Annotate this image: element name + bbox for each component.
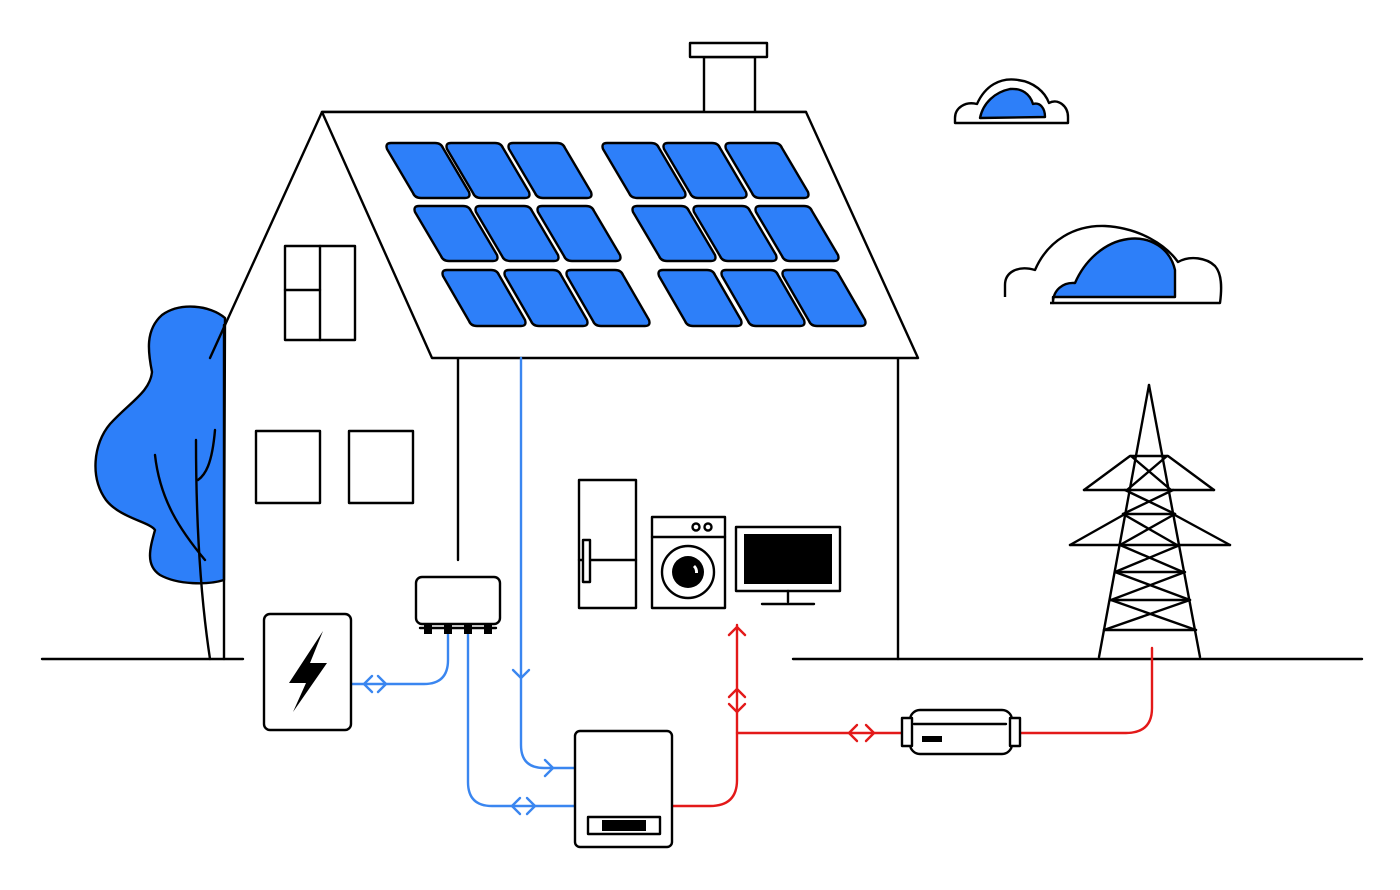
hybrid-inverter bbox=[573, 729, 674, 849]
solar-panel-array bbox=[385, 141, 867, 328]
solar-panel bbox=[724, 141, 810, 200]
window-lower-left bbox=[254, 429, 322, 505]
solar-panel bbox=[474, 204, 560, 263]
washing-machine-icon bbox=[650, 515, 727, 610]
solar-panel bbox=[754, 204, 840, 263]
smart-meter bbox=[900, 708, 1022, 756]
grid-power-flows bbox=[670, 623, 1154, 808]
fridge-icon bbox=[577, 478, 638, 610]
solar-panel bbox=[662, 141, 748, 200]
cloud-large bbox=[1003, 224, 1223, 305]
solar-panel bbox=[385, 141, 471, 200]
solar-panel bbox=[631, 204, 717, 263]
battery-storage bbox=[262, 612, 353, 732]
window-lower-right bbox=[347, 429, 415, 505]
solar-panel bbox=[536, 204, 622, 263]
micro-inverter bbox=[414, 575, 502, 634]
window-upper bbox=[283, 244, 357, 342]
cloud-small bbox=[953, 78, 1070, 125]
solar-panel bbox=[441, 268, 527, 328]
solar-power-flows bbox=[350, 356, 580, 816]
solar-panel bbox=[601, 141, 687, 200]
solar-panel bbox=[692, 204, 778, 263]
solar-panel bbox=[507, 141, 593, 200]
solar-panel bbox=[413, 204, 499, 263]
power-pylon bbox=[1068, 383, 1232, 659]
tv-icon bbox=[734, 525, 842, 606]
solar-panel bbox=[720, 268, 806, 328]
tree bbox=[94, 305, 227, 661]
solar-panel bbox=[503, 268, 589, 328]
solar-panel bbox=[657, 268, 743, 328]
lightning-bolt-icon bbox=[289, 631, 327, 712]
solar-panel bbox=[781, 268, 867, 328]
solar-panel bbox=[565, 268, 651, 328]
solar-panel bbox=[445, 141, 531, 200]
